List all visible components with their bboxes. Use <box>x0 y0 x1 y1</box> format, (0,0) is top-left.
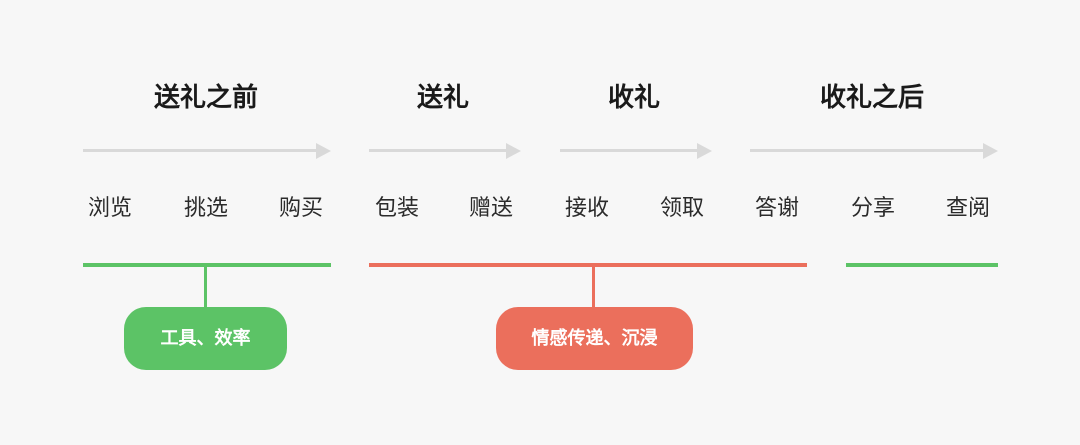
group-connector-tools-efficiency <box>204 266 207 308</box>
group-connector-emotional-immersion <box>592 266 595 308</box>
group-line-emotional-immersion <box>369 263 807 267</box>
group-label-emotional-immersion: 情感传递、沉浸 <box>496 307 693 370</box>
step-wrap: 包装 <box>374 196 420 221</box>
phase-arrow-before-gifting <box>83 143 331 159</box>
step-send: 赠送 <box>468 196 514 221</box>
step-view: 查阅 <box>945 196 991 221</box>
step-purchase: 购买 <box>278 196 324 221</box>
step-browse: 浏览 <box>87 196 133 221</box>
group-line-tools-efficiency <box>83 263 331 267</box>
step-share: 分享 <box>850 196 896 221</box>
phase-title-gifting: 送礼 <box>416 83 470 113</box>
arrow-right-icon <box>316 143 331 159</box>
arrow-right-icon <box>506 143 521 159</box>
group-line-after-receiving <box>846 263 998 267</box>
phase-title-after-receiving: 收礼之后 <box>819 83 925 113</box>
step-select: 挑选 <box>183 196 229 221</box>
arrow-right-icon <box>697 143 712 159</box>
step-thank: 答谢 <box>754 196 800 221</box>
group-label-tools-efficiency: 工具、效率 <box>124 307 287 370</box>
arrow-right-icon <box>983 143 998 159</box>
step-receive: 接收 <box>564 196 610 221</box>
phase-arrow-gifting <box>369 143 521 159</box>
phase-title-before-gifting: 送礼之前 <box>153 83 259 113</box>
phase-arrow-receiving <box>560 143 712 159</box>
phase-title-receiving: 收礼 <box>607 83 661 113</box>
phase-arrow-after-receiving <box>750 143 998 159</box>
step-claim: 领取 <box>659 196 705 221</box>
